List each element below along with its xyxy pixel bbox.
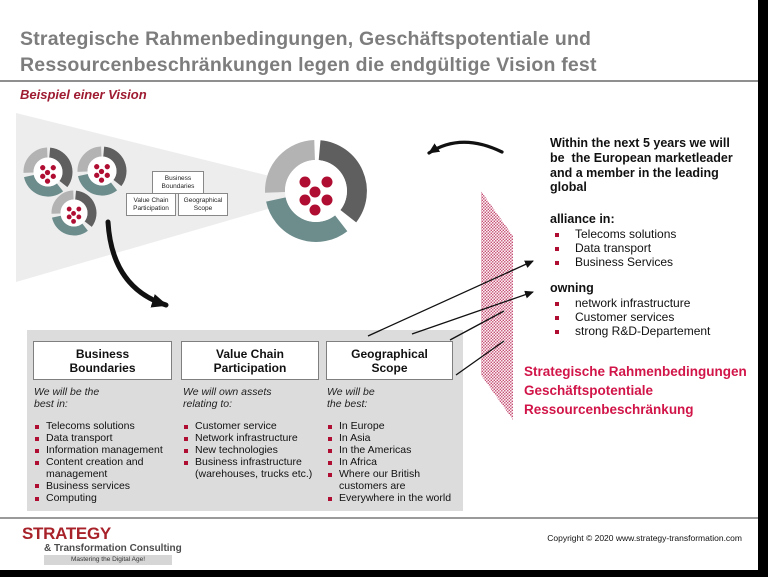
column-intro: We will own assets relating to:: [183, 386, 272, 410]
segmented-ring-icon: [51, 190, 97, 236]
screen-edge-bottom: [0, 570, 768, 577]
title-divider: [0, 80, 758, 82]
slide-subtitle: Beispiel einer Vision: [20, 87, 147, 102]
list-item: Content creation and management: [34, 456, 176, 480]
list-item: Business Services: [550, 255, 758, 270]
column-list: In Europe In Asia In the Americas In Afr…: [327, 420, 459, 505]
list-item: In Africa: [327, 457, 459, 469]
column-title-geographical-scope: Geographical Scope: [326, 341, 453, 380]
curved-arrow-down-icon: [105, 219, 169, 308]
list-item: Business services: [34, 480, 176, 493]
vision-group-alliance: alliance in: Telecoms solutions Data tra…: [550, 212, 758, 270]
column-body: We will be the best in: Telecoms solutio…: [34, 386, 176, 505]
list-item: Telecoms solutions: [34, 420, 176, 433]
company-logo-subtitle: & Transformation Consulting: [44, 543, 182, 554]
segmented-ring-icon: [23, 147, 73, 197]
column-intro: We will be the best in:: [34, 386, 100, 410]
column-list: Telecoms solutions Data transport Inform…: [34, 420, 176, 505]
screen-edge-right: [758, 0, 768, 577]
constraints-headline: Strategische Rahmenbedingungen Geschäfts…: [524, 364, 747, 417]
vision-group-owning: owning network infrastructure Customer s…: [550, 281, 758, 339]
segmented-ring-icon: [265, 140, 367, 242]
page-title: Strategische Rahmenbedingungen, Geschäft…: [20, 28, 597, 76]
copyright-notice: Copyright © 2020 www.strategy-transforma…: [547, 533, 742, 543]
list-item: New technologies: [183, 445, 321, 457]
arrow-to-owning: [411, 290, 534, 335]
vision-owning-list: network infrastructure Customer services…: [550, 296, 758, 339]
column-intro: We will be the best:: [327, 386, 375, 410]
footer-divider: [0, 517, 758, 519]
vision-group-heading: alliance in:: [550, 212, 615, 226]
dimensions-panel: Business Boundaries Value Chain Particip…: [27, 330, 463, 511]
funnel-label-business-boundaries: Business Boundaries: [152, 171, 204, 194]
funnel-label-geographical-scope: Geographical Scope: [178, 193, 228, 216]
column-body: We will be the best: In Europe In Asia I…: [327, 386, 459, 505]
segmented-ring-icon: [77, 146, 127, 196]
list-item: In the Americas: [327, 445, 459, 457]
list-item: Customer service: [183, 420, 321, 433]
list-item: Customer services: [550, 310, 758, 325]
column-list: Customer service Network infrastructure …: [183, 420, 321, 480]
list-item: Data transport: [34, 432, 176, 445]
list-item: Everywhere in the world: [327, 492, 459, 505]
curved-arrow-left-icon: [427, 140, 504, 155]
vision-group-heading: owning: [550, 281, 594, 295]
column-body: We will own assets relating to: Customer…: [183, 386, 321, 481]
column-title-business-boundaries: Business Boundaries: [33, 341, 172, 380]
list-item: In Europe: [327, 420, 459, 433]
blocked-line-lower: [455, 340, 505, 376]
arrow-to-alliance: [367, 260, 534, 337]
list-item: network infrastructure: [550, 296, 758, 311]
list-item: Business infrastructure (warehouses, tru…: [183, 456, 321, 480]
list-item: Data transport: [550, 241, 758, 256]
column-title-value-chain: Value Chain Participation: [181, 341, 319, 380]
vision-alliance-list: Telecoms solutions Data transport Busine…: [550, 227, 758, 270]
list-item: Where our British customers are: [327, 469, 459, 492]
funnel-label-value-chain: Value Chain Participation: [126, 193, 176, 216]
list-item: In Asia: [327, 432, 459, 445]
company-logo-tagline: Mastering the Digital Age!: [44, 555, 172, 565]
list-item: Telecoms solutions: [550, 227, 758, 242]
company-logo: STRATEGY: [22, 524, 111, 543]
list-item: Network infrastructure: [183, 432, 321, 445]
list-item: Information management: [34, 445, 176, 457]
constraint-band-shape: [481, 191, 513, 420]
list-item: strong R&D-Departement: [550, 324, 758, 339]
list-item: Computing: [34, 492, 176, 505]
vision-statement: Within the next 5 years we will be the E…: [550, 136, 733, 195]
